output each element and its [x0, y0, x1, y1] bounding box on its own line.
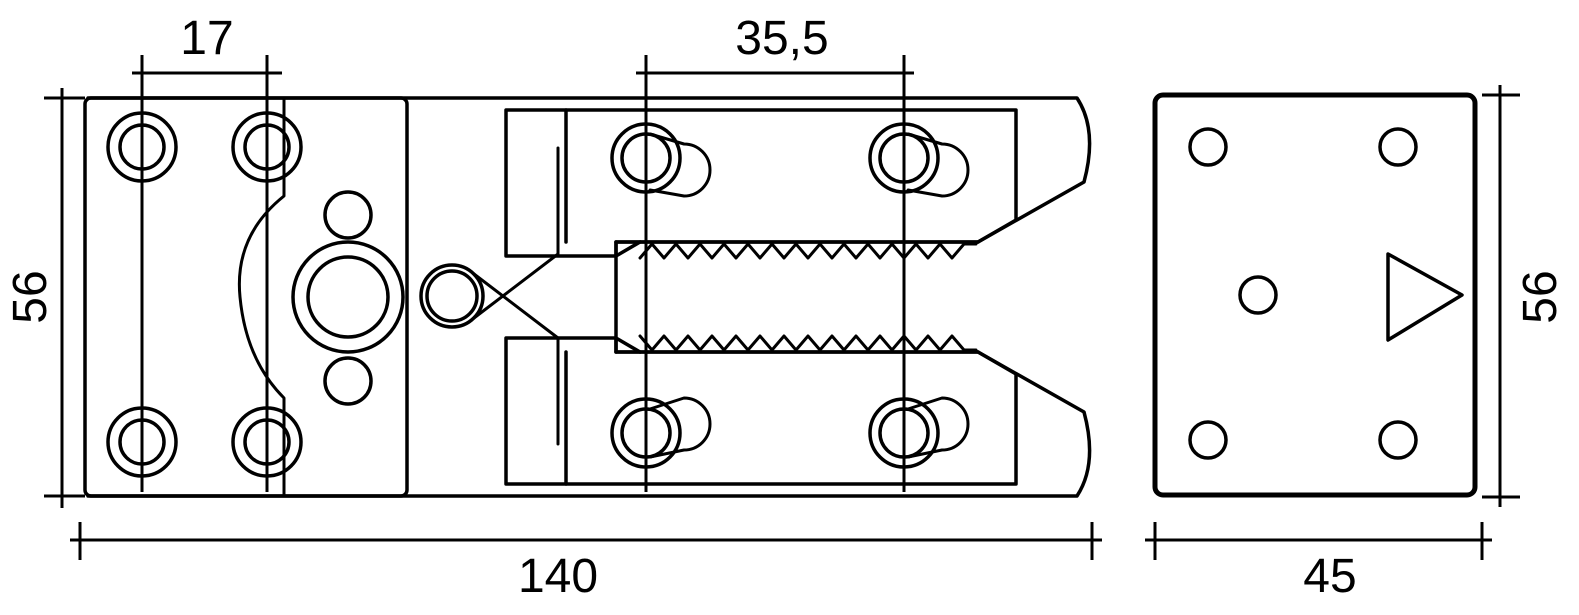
side-view [1152, 92, 1478, 498]
central-boss [291, 190, 405, 406]
dimension-17: 17 [132, 12, 282, 492]
dimension-45: 45 [1145, 522, 1492, 603]
slot-hole-tl [610, 122, 712, 198]
left-mounting-holes [106, 111, 303, 478]
direction-triangle [1386, 252, 1464, 342]
dimension-lines: 17 35,5 140 45 56 [4, 12, 1567, 603]
dimension-56-left: 56 [4, 88, 85, 508]
side-hole-bl [1188, 420, 1228, 460]
side-hole-center [1238, 275, 1278, 315]
pin-outer [419, 263, 485, 329]
boss-small-hole-top [323, 190, 373, 240]
side-hole-br [1378, 420, 1418, 460]
side-plate [1152, 92, 1478, 498]
dimension-label-56-left: 56 [4, 270, 57, 323]
dimension-label-56-right: 56 [1514, 270, 1567, 323]
slot-hole-br [868, 396, 970, 469]
main-view [83, 96, 1092, 498]
dimension-140: 140 [70, 522, 1102, 603]
pin-inner [425, 269, 479, 323]
side-hole-tl [1188, 127, 1228, 167]
slot-hole-tr [868, 122, 970, 198]
slot-hole-bl [610, 396, 712, 469]
boss-outer-ring [291, 240, 405, 354]
crossing-links [472, 146, 618, 446]
dimension-35-5: 35,5 [636, 12, 914, 492]
jaw-teeth [614, 240, 980, 354]
dimension-label-140: 140 [518, 550, 598, 603]
left-clamp-plate [83, 96, 409, 498]
boss-small-hole-bottom [323, 356, 373, 406]
upper-jaw [504, 108, 1018, 258]
dimension-label-35-5: 35,5 [735, 12, 828, 65]
boss-inner-ring [306, 255, 390, 339]
pivot-pin [419, 263, 485, 329]
lower-jaw [504, 336, 1018, 486]
dimension-56-right: 56 [1482, 85, 1567, 507]
main-body-outline [86, 96, 1092, 498]
jaw-slotted-holes [610, 122, 970, 469]
dimension-label-17: 17 [180, 12, 233, 65]
dimension-label-45: 45 [1303, 550, 1356, 603]
side-hole-tr [1378, 127, 1418, 167]
